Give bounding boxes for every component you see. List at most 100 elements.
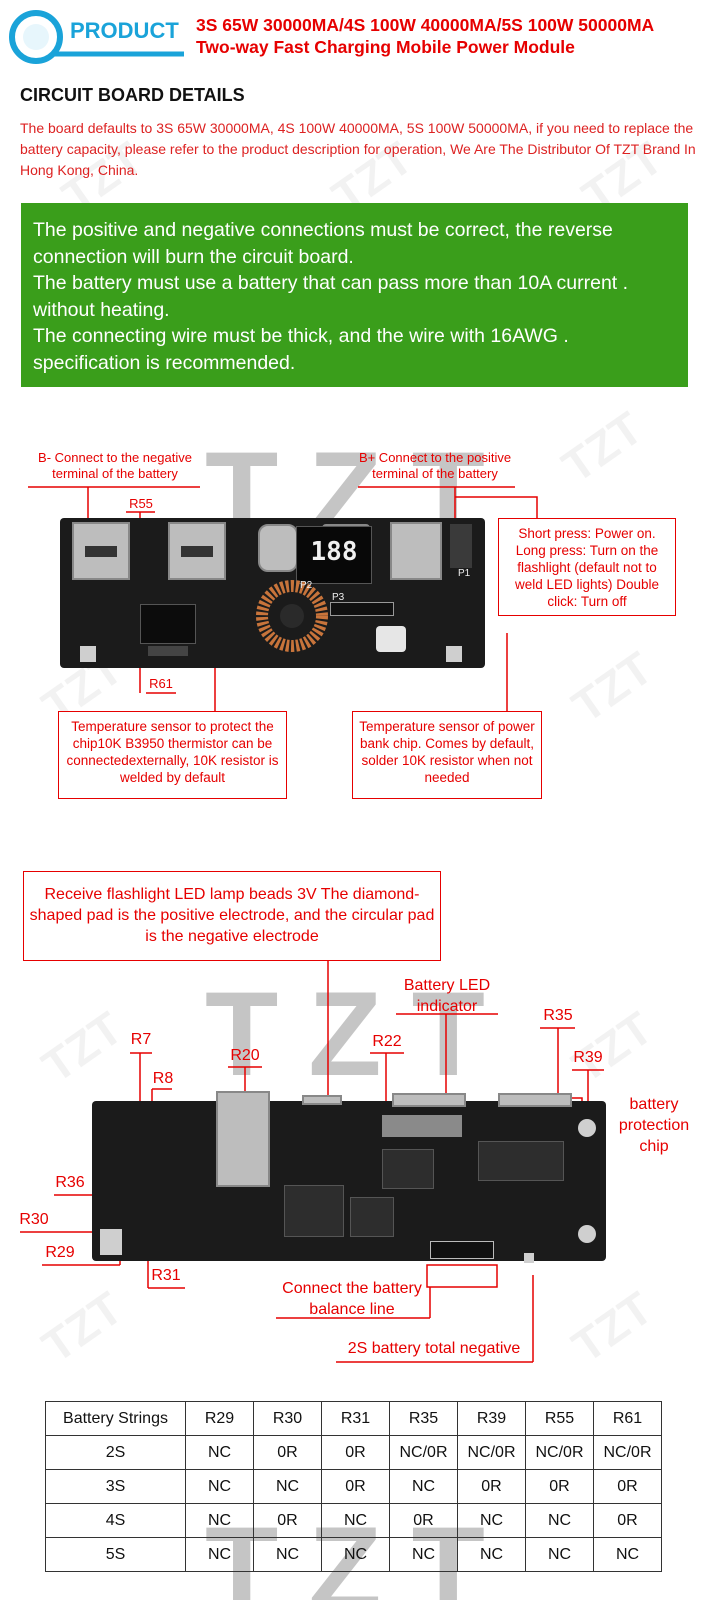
circuit-board-top: 188 P2 P3 P1 — [60, 518, 485, 668]
logo-text: PRODUCT — [70, 18, 179, 43]
table-cell: NC — [457, 1537, 526, 1572]
table-cell: 3S — [45, 1469, 186, 1504]
table-header-cell: R39 — [457, 1401, 526, 1436]
led-lamp-box: Receive flashlight LED lamp beads 3V The… — [23, 871, 441, 961]
table-row: 5S NC NC NC NC NC NC NC — [45, 1537, 662, 1572]
warning-item: The connecting wire must be thick, and t… — [33, 325, 569, 374]
temp-sensor-bank-box: Temperature sensor of power bank chip. C… — [352, 711, 542, 799]
mosfet-chip — [350, 1197, 394, 1237]
table-header-row: Battery Strings R29 R30 R31 R35 R39 R55 … — [45, 1401, 662, 1436]
usb-c-port — [258, 524, 298, 572]
table-cell: 0R — [253, 1435, 322, 1470]
table-cell: 0R — [321, 1435, 390, 1470]
table-cell: NC — [321, 1537, 390, 1572]
usb-port-edge — [302, 1095, 342, 1105]
warning-item: The positive and negative connections mu… — [33, 219, 613, 268]
r29-label: R29 — [45, 1244, 75, 1261]
silk-p1: P1 — [458, 568, 471, 579]
r36-label: R36 — [55, 1174, 85, 1191]
warning-panel: The positive and negative connections mu… — [21, 203, 688, 387]
b-plus-label: B+ Connect to the positive terminal of t… — [358, 450, 512, 481]
balance-line-label: Connect the battery balance line — [282, 1280, 422, 1318]
table-cell: 2S — [45, 1435, 186, 1470]
usb-port-edge — [392, 1093, 466, 1107]
table-row: 2S NC 0R 0R NC/0R NC/0R NC/0R NC/0R — [45, 1435, 662, 1470]
watermark-brand-large: TZT — [205, 967, 515, 1101]
lightning-port — [390, 522, 442, 580]
battery-led-label: Battery LED indicator — [403, 977, 491, 1015]
section-title: CIRCUIT BOARD DETAILS — [20, 85, 245, 105]
balance-line-pads — [430, 1241, 494, 1259]
table-cell: NC — [185, 1435, 254, 1470]
table-header-cell: R31 — [321, 1401, 390, 1436]
table-cell: NC — [321, 1503, 390, 1538]
table-cell: NC/0R — [525, 1435, 594, 1470]
battery-strings-table: Battery Strings R29 R30 R31 R35 R39 R55 … — [45, 1401, 662, 1572]
table-cell: NC — [457, 1503, 526, 1538]
table-header-cell: R61 — [593, 1401, 662, 1436]
usb-c-port — [216, 1091, 270, 1187]
table-cell: 0R — [253, 1503, 322, 1538]
button-pad — [450, 524, 472, 568]
intro-paragraph: The board defaults to 3S 65W 30000MA, 4S… — [20, 120, 696, 178]
table-cell: NC/0R — [593, 1435, 662, 1470]
table-cell: 5S — [45, 1537, 186, 1572]
table-cell: NC — [593, 1537, 662, 1572]
display-digits: 188 — [310, 537, 358, 567]
mosfet-chip — [382, 1149, 434, 1189]
table-cell: NC — [185, 1503, 254, 1538]
button-function-box: Short press: Power on. Long press: Turn … — [498, 518, 676, 616]
corner-pad — [578, 1225, 596, 1243]
table-cell: NC — [185, 1469, 254, 1504]
usb-port-edge — [498, 1093, 572, 1107]
r20-label: R20 — [230, 1047, 260, 1064]
corner-pad — [100, 1229, 122, 1255]
led-display: 188 — [296, 526, 372, 584]
b-minus-label: B- Connect to the negative terminal of t… — [38, 450, 192, 481]
negative-pad — [524, 1253, 534, 1263]
table-header-cell: Battery Strings — [45, 1401, 186, 1436]
table-cell: NC — [389, 1469, 458, 1504]
silk-p2: P2 — [300, 580, 313, 591]
header-pins — [148, 646, 188, 656]
product-logo: PRODUCT — [9, 10, 184, 64]
r55-label: R55 — [129, 496, 153, 511]
table-cell: NC — [185, 1537, 254, 1572]
r31-label: R31 — [151, 1267, 181, 1284]
table-header-cell: R55 — [525, 1401, 594, 1436]
table-cell: 0R — [593, 1503, 662, 1538]
table-cell: 4S — [45, 1503, 186, 1538]
battery-positive-pad — [446, 646, 462, 662]
table-cell: NC/0R — [457, 1435, 526, 1470]
r22-label: R22 — [372, 1033, 402, 1050]
r61-label: R61 — [149, 676, 173, 691]
power-chip — [284, 1185, 344, 1237]
table-cell: NC — [253, 1469, 322, 1504]
battery-protection-chip-body — [478, 1141, 564, 1181]
usb-a-port — [168, 522, 226, 580]
table-row: 4S NC 0R NC 0R NC NC 0R — [45, 1503, 662, 1538]
table-cell: NC — [525, 1503, 594, 1538]
header-title-line2: Two-way Fast Charging Mobile Power Modul… — [196, 37, 575, 57]
usb-a-port — [72, 522, 130, 580]
silk-p3: P3 — [332, 592, 345, 603]
table-cell: NC — [389, 1537, 458, 1572]
warning-item: The battery must use a battery that can … — [33, 272, 629, 321]
battery-negative-pad — [80, 646, 96, 662]
table-row: 3S NC NC 0R NC 0R 0R 0R — [45, 1469, 662, 1504]
connector-header — [330, 602, 394, 616]
corner-pad — [578, 1119, 596, 1137]
r7-label: R7 — [130, 1031, 152, 1048]
r8-label: R8 — [152, 1070, 174, 1087]
capacitor — [140, 604, 196, 644]
table-cell: 0R — [525, 1469, 594, 1504]
white-connector — [376, 626, 406, 652]
r30-label: R30 — [19, 1211, 49, 1228]
table-cell: 0R — [389, 1503, 458, 1538]
table-cell: 0R — [457, 1469, 526, 1504]
circuit-board-bottom — [92, 1091, 606, 1263]
table-header-cell: R29 — [185, 1401, 254, 1436]
temp-sensor-chip-box: Temperature sensor to protect the chip10… — [58, 711, 287, 799]
inductor-coil — [256, 580, 328, 652]
